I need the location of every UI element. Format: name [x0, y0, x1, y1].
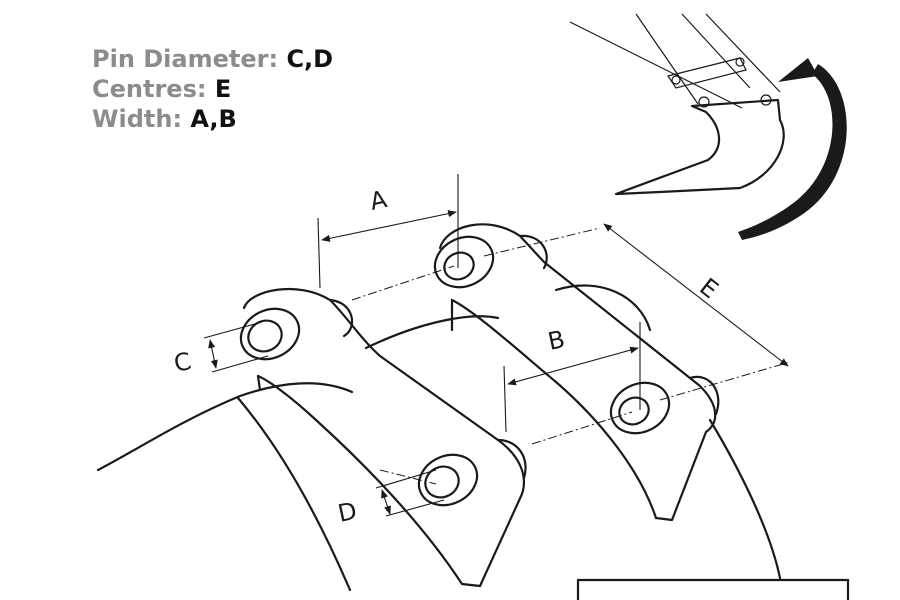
- dim-d-extension: [385, 499, 445, 517]
- bucket-pin: [760, 94, 772, 106]
- bucket-outline: [236, 396, 352, 592]
- bushing-outer: [609, 381, 671, 435]
- arm-line: [705, 13, 781, 93]
- dim-e-label: E: [694, 273, 723, 304]
- centre-line-bottom: [659, 361, 791, 401]
- dimension-a: A: [317, 174, 459, 289]
- legend-centres-label: Centres:: [92, 75, 207, 103]
- bushing-outer: [417, 453, 479, 507]
- legend-width-value: A,B: [190, 105, 237, 133]
- legend-centres: Centres: E: [92, 74, 333, 104]
- arm-line: [635, 13, 699, 105]
- dimension-d: D: [335, 469, 445, 528]
- centre-lines: [351, 227, 791, 485]
- dim-a-line: [321, 210, 457, 242]
- dim-b-label: B: [545, 325, 567, 356]
- rear-plate-boss: [518, 234, 548, 270]
- front-plate-outline: [242, 287, 526, 588]
- rotation-arrowhead: [778, 58, 818, 82]
- bucket-outline: [96, 382, 354, 472]
- rear-plate-outline: [438, 223, 717, 522]
- dim-a-label: A: [367, 185, 389, 216]
- dim-c-label: C: [171, 347, 193, 378]
- legend-centres-value: E: [214, 75, 232, 103]
- dimension-e: E: [603, 223, 789, 367]
- linkage-pin: [671, 75, 681, 85]
- legend-width-label: Width:: [92, 105, 183, 133]
- front-plate-edge: [256, 374, 262, 392]
- centre-line-top: [483, 227, 601, 257]
- pin-bore: [247, 319, 283, 353]
- centre-line-bottom: [531, 411, 633, 445]
- legend-pin-diameter: Pin Diameter: C,D: [92, 44, 333, 74]
- bucket-side: [708, 418, 782, 580]
- dim-b-line: [507, 346, 639, 386]
- legend: Pin Diameter: C,D Centres: E Width: A,B: [92, 44, 333, 134]
- bucket-top-edge: [364, 315, 500, 350]
- front-plate-boss: [496, 438, 527, 480]
- pin-bottom-right: [609, 381, 671, 435]
- rear-plate-boss: [688, 375, 720, 416]
- bucket-body: [96, 284, 850, 600]
- pin-bottom-left: [417, 453, 479, 507]
- dim-d-label: D: [335, 497, 359, 528]
- linkage-pin: [735, 57, 745, 67]
- dimension-c: C: [171, 321, 269, 378]
- dim-c-extension: [211, 355, 269, 373]
- dim-d-line: [381, 489, 391, 515]
- pin-bore: [424, 465, 460, 499]
- front-plate-boss: [328, 298, 354, 338]
- pin-bore: [443, 251, 475, 281]
- bushing-outer: [433, 235, 495, 289]
- pin-top-left: [239, 307, 301, 361]
- bushing-outer: [239, 307, 301, 361]
- pin-top-right: [433, 235, 495, 289]
- legend-width: Width: A,B: [92, 104, 333, 134]
- front-ear-plate: [242, 287, 527, 588]
- legend-pin-label: Pin Diameter:: [92, 45, 279, 73]
- dim-d-extension: [375, 469, 437, 489]
- bucket-pin: [698, 96, 710, 108]
- dim-c-line: [208, 339, 218, 369]
- dim-c-extension: [203, 321, 263, 339]
- linkage: [667, 57, 747, 89]
- dim-e-line: [603, 223, 789, 367]
- rear-ear-plate: [438, 223, 720, 522]
- legend-pin-value: C,D: [286, 45, 334, 73]
- dim-b-extension: [503, 365, 507, 433]
- arm-line: [681, 13, 751, 89]
- dim-a-extension: [317, 217, 321, 289]
- pin-bore: [618, 396, 650, 426]
- excavator-bucket-inset: [569, 13, 847, 240]
- rotation-arrow: [738, 64, 847, 240]
- centre-line-top: [351, 265, 455, 301]
- arm-line: [569, 21, 743, 109]
- inset-bucket: [614, 98, 785, 196]
